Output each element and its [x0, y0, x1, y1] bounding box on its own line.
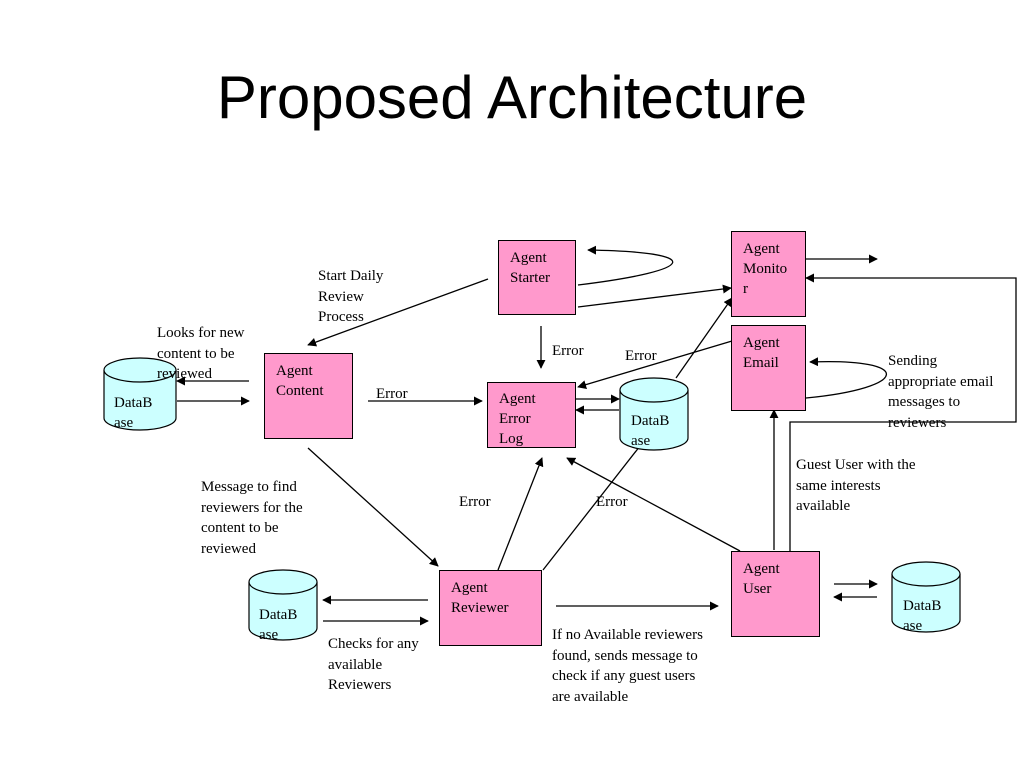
note-error-email: Error [625, 348, 657, 364]
arrow-user-to-errorlog [566, 457, 741, 552]
database-bottom-left-shape [248, 582, 318, 641]
slide-title: Proposed Architecture [216, 64, 808, 131]
arrow-email-to-errorlog [577, 340, 733, 389]
note-if-no-available: If no Available reviewers found, sends m… [552, 627, 703, 705]
note-error-starter: Error [552, 343, 584, 359]
database-right-label: DataB ase [903, 598, 942, 634]
agent-error-log-box: Agent Error Log [487, 382, 576, 448]
note-looks-for-new: Looks for new content to be reviewed [157, 325, 245, 382]
note-error-content: Error [376, 386, 408, 402]
note-checks-any: Checks for any available Reviewers [328, 636, 419, 693]
agent-starter-box: Agent Starter [498, 240, 576, 315]
arrow-starter-to-monitor [577, 284, 732, 308]
arrow-db-to-monitor [675, 297, 733, 379]
database-right-shape [891, 574, 961, 633]
agent-reviewer-box: Agent Reviewer [439, 570, 542, 646]
database-center-label: DataB ase [631, 413, 670, 449]
arrow-starter-self-loop [577, 245, 674, 286]
agent-user-box: Agent User [731, 551, 820, 637]
database-left-label: DataB ase [114, 395, 153, 431]
database-bottom-left-label: DataB ase [259, 607, 298, 643]
database-center-shape [619, 390, 689, 451]
agent-content-box: Agent Content [264, 353, 353, 439]
arrow-reviewer-to-errorlog [497, 457, 544, 571]
arrow-content-to-reviewer [307, 447, 439, 567]
agent-email-box: Agent Email [731, 325, 806, 411]
arrow-email-self-loop [805, 357, 888, 399]
database-left-shape [103, 370, 177, 431]
note-guest-user: Guest User with the same interests avail… [796, 457, 916, 514]
arrow-user-to-monitor [789, 273, 1017, 556]
line-reviewer-to-db [542, 445, 641, 571]
note-message-find: Message to find reviewers for the conten… [201, 479, 303, 557]
note-error-user: Error [596, 494, 628, 510]
arrow-starter-to-content [307, 278, 489, 347]
note-sending-email: Sending appropriate email messages to re… [888, 353, 994, 431]
agent-monitor-box: Agent Monito r [731, 231, 806, 317]
note-error-reviewer: Error [459, 494, 491, 510]
note-start-daily: Start Daily Review Process [318, 268, 384, 325]
